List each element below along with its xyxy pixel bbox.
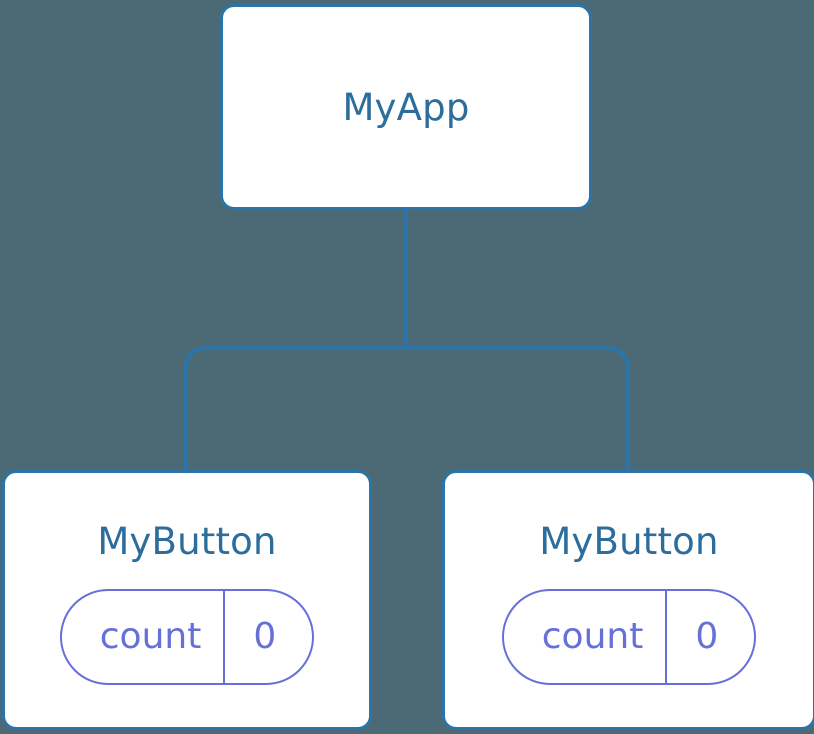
state-key: count [541, 616, 644, 657]
state-value: 0 [695, 616, 719, 657]
state-key: count [99, 616, 202, 657]
connector-branch-bus [184, 346, 630, 472]
component-label: MyApp [342, 85, 470, 129]
component-label: MyButton [539, 520, 719, 563]
state-divider [223, 591, 226, 683]
state-divider [665, 591, 668, 683]
state-pill[interactable]: count 0 [501, 589, 757, 685]
state-value: 0 [253, 616, 277, 657]
state-pill[interactable]: count 0 [59, 589, 315, 685]
component-node-mybutton-1[interactable]: MyButton count 0 [2, 470, 372, 730]
component-node-mybutton-2[interactable]: MyButton count 0 [442, 470, 814, 730]
component-node-myapp[interactable]: MyApp [220, 4, 592, 210]
component-label: MyButton [97, 520, 277, 563]
